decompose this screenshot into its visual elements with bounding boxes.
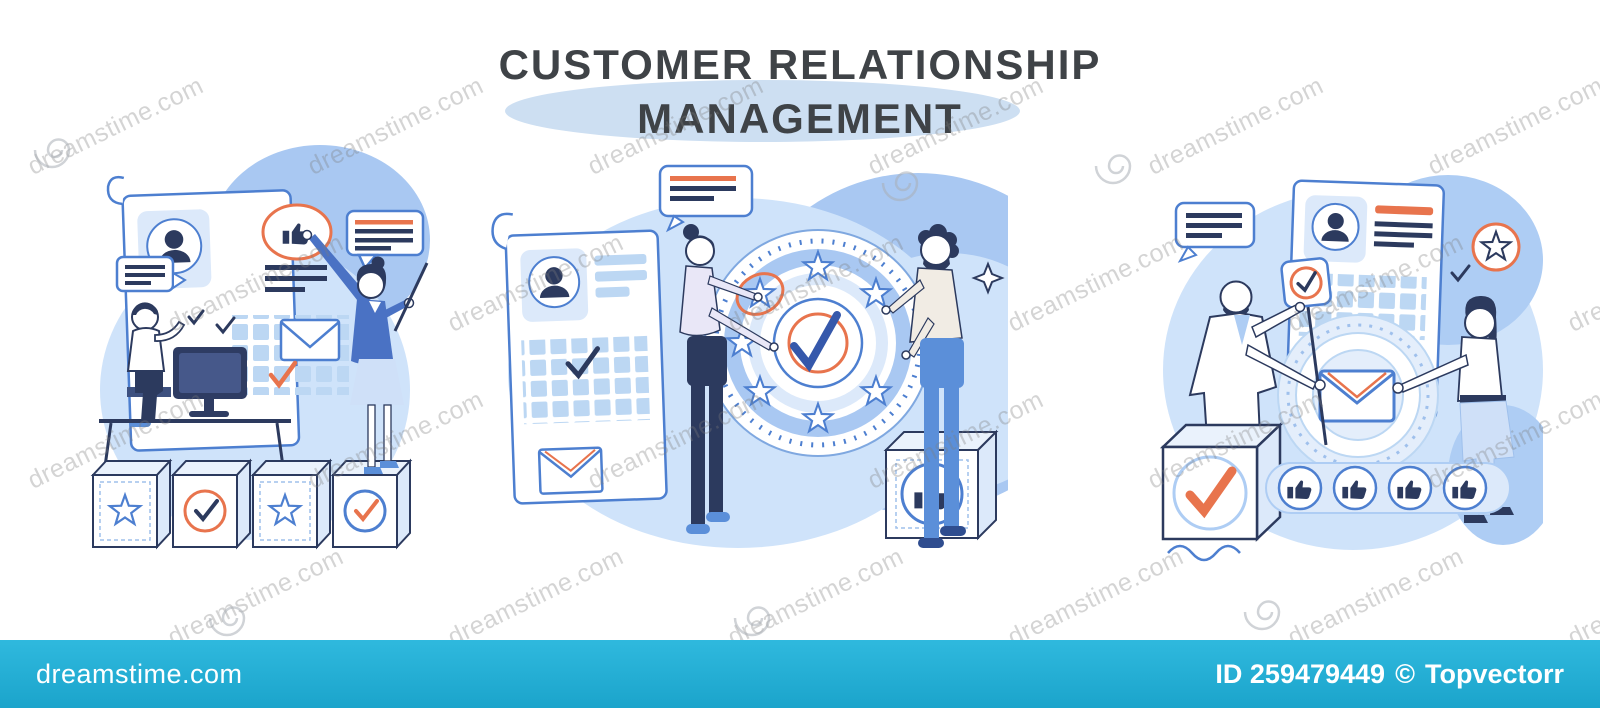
shoe — [940, 526, 966, 536]
check-cube — [1159, 422, 1284, 542]
highlight-ring — [735, 272, 785, 316]
speech-bubble — [658, 164, 754, 233]
check-icon — [1296, 271, 1317, 293]
image-credit: ID 259479449 © Topvectorr — [1215, 659, 1564, 690]
speech-bubble — [345, 209, 425, 271]
woman-head — [1464, 307, 1496, 339]
check-icon — [215, 316, 236, 335]
woman-presenter — [301, 229, 429, 474]
speech-bubble — [1174, 201, 1256, 263]
spiral-watermark-icon — [733, 606, 771, 637]
spiral-watermark-icon — [208, 606, 246, 637]
scene-feedback-delivery — [1159, 175, 1543, 562]
envelope-icon — [1318, 369, 1396, 423]
shoe — [1464, 515, 1488, 523]
check-icon — [1450, 264, 1471, 283]
title-line-1: CUSTOMER RELATIONSHIP — [498, 41, 1102, 88]
check-icon — [790, 311, 841, 373]
brand-text: dreamstime.com — [36, 658, 243, 689]
speech-bubble — [115, 255, 187, 293]
star-badge — [1471, 222, 1521, 272]
check-icon — [187, 309, 205, 326]
shoe — [706, 512, 730, 522]
man-rating — [881, 224, 966, 548]
title-line-2: MANAGEMENT — [637, 94, 963, 142]
envelope-icon — [537, 446, 604, 495]
belt — [1460, 395, 1506, 403]
image-id-text: ID 259479449 — [1215, 658, 1386, 689]
rating-bar — [1265, 462, 1511, 514]
footer-bar: dreamstime.com ID 259479449 © Topvectorr — [0, 640, 1600, 708]
check-icon — [565, 346, 601, 380]
copyright-symbol: © — [1395, 658, 1415, 689]
customer-profile-document — [491, 212, 668, 505]
check-icon — [354, 499, 379, 523]
shoe — [686, 524, 710, 534]
squiggle-line — [1167, 544, 1241, 562]
woman-rating — [679, 224, 779, 534]
check-icon — [1185, 466, 1237, 519]
calendar-grid — [521, 335, 651, 425]
woman-head — [685, 236, 715, 266]
pointer-stick — [393, 262, 429, 332]
sparkle-icon — [971, 261, 1005, 295]
thumbs-up-cube — [883, 429, 999, 541]
check-card-on-stick — [1280, 257, 1332, 446]
thumbs-up-badge — [261, 203, 333, 292]
rating-gauge — [704, 229, 932, 457]
checklist-cubes — [90, 458, 413, 550]
watermark-text: dreamstime.com — [1563, 542, 1600, 640]
shoe — [918, 538, 944, 548]
check-icon — [268, 360, 298, 389]
spiral-watermark-icon — [1094, 154, 1132, 185]
scene-rating-gauge — [491, 164, 1008, 548]
envelope-icon — [279, 318, 341, 362]
check-icon — [194, 499, 219, 523]
woman-customer — [1392, 295, 1515, 523]
scene-profile-review — [90, 145, 430, 550]
woman-head — [357, 271, 385, 299]
pointer-stick — [1306, 306, 1328, 446]
shoe — [364, 467, 383, 474]
shoe — [380, 461, 399, 468]
title-background-blob — [505, 80, 1020, 142]
man-at-desk — [99, 302, 291, 482]
author-name: Topvectorr — [1424, 658, 1564, 689]
spiral-watermark-icon — [1243, 600, 1281, 631]
page-title: CUSTOMER RELATIONSHIP MANAGEMENT — [0, 38, 1600, 146]
watermark-text: dreamstime.com — [1563, 228, 1600, 338]
